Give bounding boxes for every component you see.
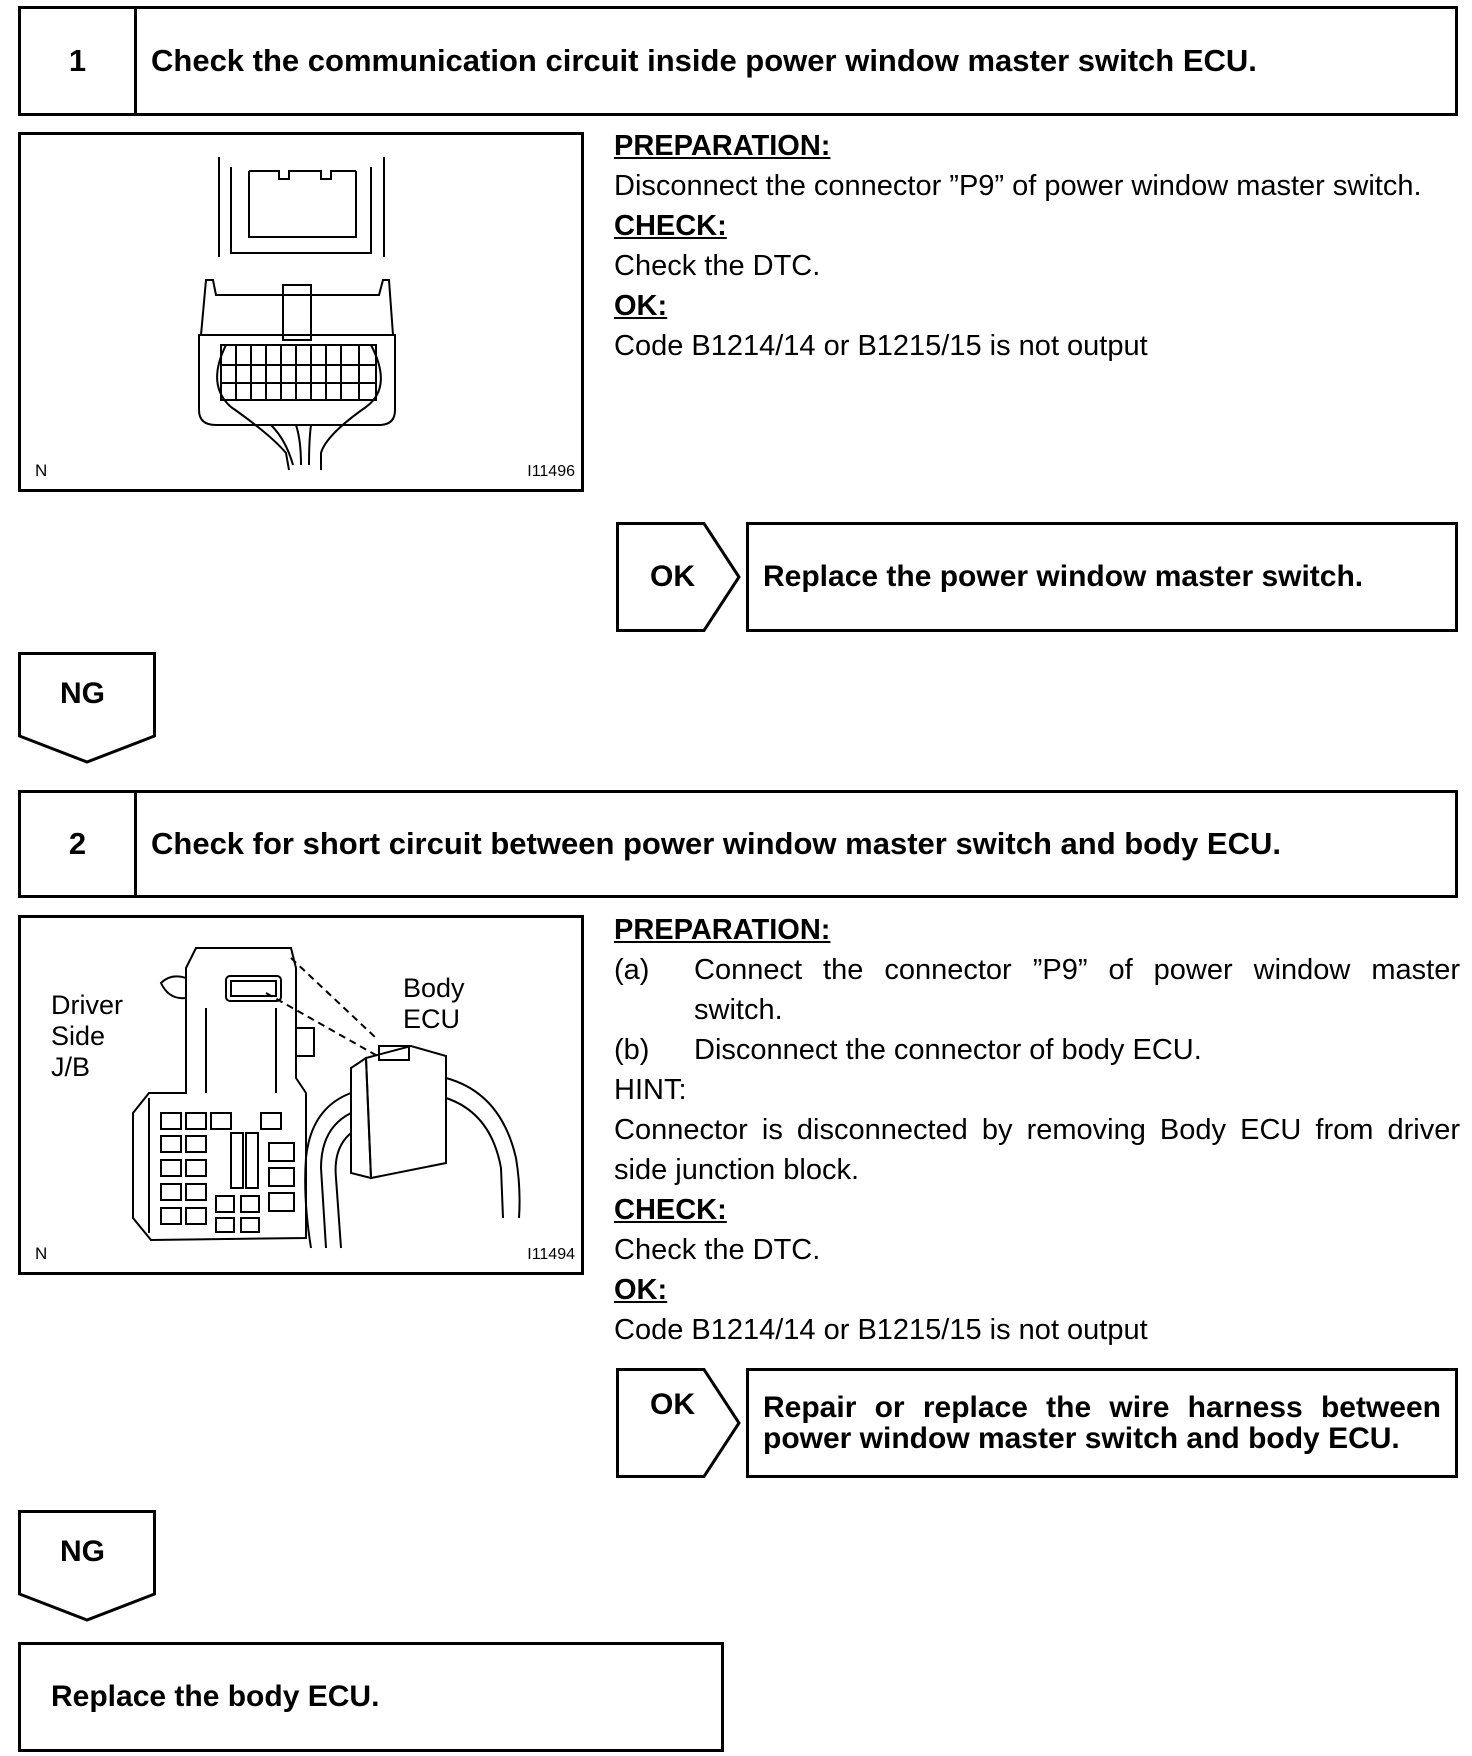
label-line: Driver — [51, 990, 123, 1020]
list-text: Connect the connector ”P9” of power wind… — [694, 954, 1460, 1026]
step-title: Check for short circuit between power wi… — [151, 826, 1281, 861]
label-line: Body — [403, 973, 465, 1003]
junction-block-illustration — [132, 947, 521, 1249]
ng-arrow-shape — [18, 1510, 156, 1622]
ok-arrow-shape — [616, 522, 741, 632]
label-line: ECU — [403, 1004, 461, 1034]
ok-heading: OK: — [614, 290, 668, 322]
preparation-heading: PREPARATION: — [614, 914, 831, 946]
list-marker: (a) — [614, 954, 650, 986]
ng-arrow-label: NG — [60, 677, 105, 710]
ok-result-box: Replace the power window master switch. — [746, 522, 1458, 632]
check-text: Check the DTC. — [614, 1234, 821, 1266]
check-heading: CHECK: — [614, 210, 727, 242]
step-title: Check the communication circuit inside p… — [151, 43, 1257, 78]
check-heading: CHECK: — [614, 1194, 727, 1226]
driver-side-jb-label: Driver Side J/B — [51, 990, 123, 1083]
ok-text: Code B1214/14 or B1215/15 is not output — [614, 1314, 1148, 1346]
list-item: (a) Connect the connector ”P9” of power … — [614, 950, 1460, 1030]
step-2-header: 2 Check for short circuit between power … — [18, 790, 1458, 898]
hint-text: Connector is disconnected by removing Bo… — [614, 1114, 1460, 1186]
ok-arrow-shape — [616, 1368, 741, 1478]
figure-id: I11494 — [527, 1246, 575, 1263]
figure-corner-letter: N — [35, 1244, 48, 1263]
figure-corner-letter: N — [35, 461, 48, 480]
list-text: Disconnect the connector of body ECU. — [694, 1034, 1202, 1066]
final-result-box: Replace the body ECU. — [18, 1642, 724, 1752]
list-marker: (b) — [614, 1034, 650, 1066]
ok-result-box: Repair or replace the wire harness betwe… — [746, 1368, 1458, 1478]
ok-text: Code B1214/14 or B1215/15 is not output — [614, 330, 1148, 362]
list-item: (b) Disconnect the connector of body ECU… — [614, 1030, 1460, 1070]
ng-arrow-shape — [18, 652, 156, 764]
ng-arrow-label: NG — [60, 1535, 105, 1568]
ok-heading: OK: — [614, 1274, 668, 1306]
connector-figure: N I11496 — [18, 132, 584, 492]
ok-arrow-label: OK — [650, 1388, 695, 1421]
preparation-heading: PREPARATION: — [614, 130, 831, 162]
connector-illustration — [198, 157, 396, 471]
step-2-instructions: PREPARATION: (a) Connect the connector ”… — [614, 910, 1460, 1350]
check-text: Check the DTC. — [614, 250, 821, 282]
step-1-instructions: PREPARATION: Disconnect the connector ”P… — [614, 126, 1460, 366]
label-line: J/B — [51, 1052, 91, 1082]
preparation-text: Disconnect the connector ”P9” of power w… — [614, 170, 1422, 202]
ok-arrow-label: OK — [650, 560, 695, 593]
step-number: 1 — [21, 9, 137, 113]
hint-heading: HINT: — [614, 1074, 687, 1106]
figure-id: I11496 — [527, 463, 575, 480]
body-ecu-label: Body ECU — [403, 973, 465, 1035]
junction-block-figure: Driver Side J/B Body ECU N I11494 — [18, 915, 584, 1275]
step-1-header: 1 Check the communication circuit inside… — [18, 6, 1458, 116]
label-line: Side — [51, 1021, 106, 1051]
step-number: 2 — [21, 793, 137, 895]
